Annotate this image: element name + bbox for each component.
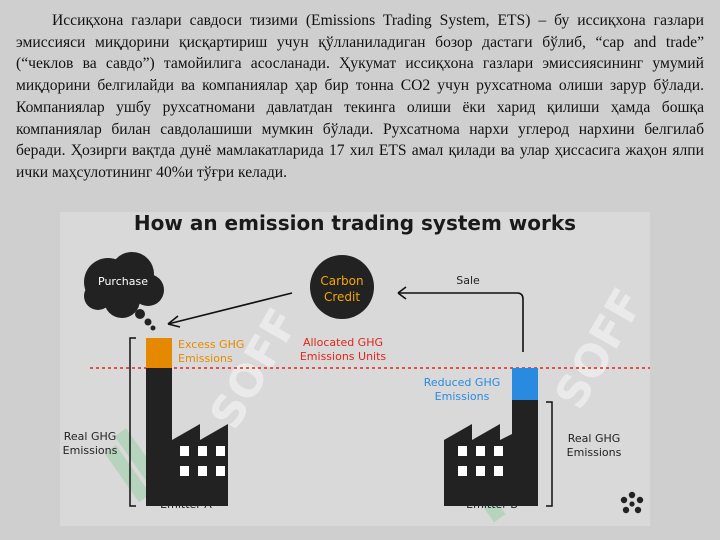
svg-text:Emissions Units: Emissions Units	[300, 350, 387, 363]
purchase-cloud: Purchase	[84, 252, 164, 331]
svg-text:Emissions: Emissions	[435, 390, 490, 403]
svg-text:Excess GHG: Excess GHG	[178, 338, 244, 351]
body-paragraph: Иссиқхона газлари савдоси тизими (Emissi…	[16, 12, 704, 181]
svg-text:Allocated GHG: Allocated GHG	[303, 336, 383, 349]
svg-text:SOFF: SOFF	[200, 300, 309, 437]
svg-text:Emissions: Emissions	[63, 444, 118, 457]
real-right-bracket	[546, 401, 553, 507]
purchase-label: Purchase	[98, 275, 148, 288]
svg-text:Credit: Credit	[324, 290, 360, 304]
figure-title: How an emission trading system works	[134, 212, 576, 235]
svg-text:Emissions: Emissions	[567, 446, 622, 459]
svg-text:Reduced GHG: Reduced GHG	[424, 376, 500, 389]
carbon-credit-coin: Carbon Credit	[310, 255, 374, 319]
emitter-a-factory	[146, 338, 228, 506]
svg-text:SOFF: SOFF	[545, 280, 650, 417]
emission-trading-figure: SOFF SOFF How an emission trading system…	[60, 212, 650, 526]
real-left-bracket	[129, 337, 136, 507]
svg-text:Emissions: Emissions	[178, 352, 233, 365]
svg-text:Real GHG: Real GHG	[568, 432, 621, 445]
svg-text:Real GHG: Real GHG	[64, 430, 117, 443]
svg-text:Carbon: Carbon	[320, 274, 363, 288]
flower-logo-icon	[620, 491, 644, 514]
emitter-a-label: Emitter A	[160, 498, 212, 511]
sale-label: Sale	[456, 274, 480, 287]
purchase-arrow	[167, 292, 293, 325]
emitter-b-label: Emitter B	[466, 498, 518, 511]
sale-arrow	[398, 292, 524, 352]
emitter-b-factory	[444, 368, 538, 506]
